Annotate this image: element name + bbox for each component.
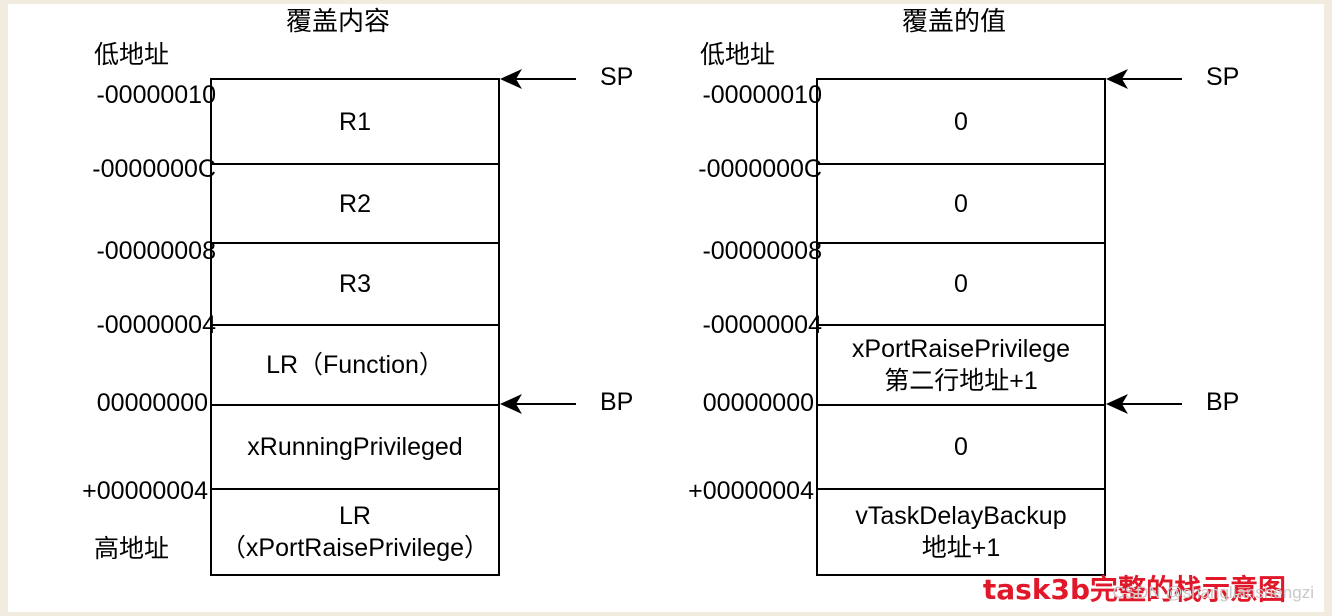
- stack-cell: R3: [212, 244, 498, 326]
- address-label: -00000004: [702, 311, 822, 339]
- stack-cell: LR（Function）: [212, 326, 498, 406]
- stack-cell: R2: [212, 165, 498, 244]
- cell-text: R2: [339, 189, 371, 218]
- bp-label: BP: [600, 388, 634, 416]
- cell-text: 0: [954, 433, 968, 461]
- stack-cell: R1: [212, 80, 498, 165]
- sp-label: SP: [600, 63, 634, 91]
- stack-cell: 0: [818, 80, 1104, 165]
- cell-text: 第二行地址+1: [884, 367, 1038, 395]
- cell-text: R3: [339, 270, 371, 298]
- cell-text: 0: [954, 107, 968, 136]
- bp-pointer-arrow: [500, 394, 576, 414]
- low-address-label: 低地址: [94, 41, 170, 69]
- stack-cell: vTaskDelayBackup 地址+1: [818, 490, 1104, 574]
- cell-text: R1: [339, 107, 371, 136]
- cell-text: LR（Function）: [266, 351, 444, 379]
- sp-label: SP: [1206, 63, 1240, 91]
- address-label: -00000008: [702, 237, 822, 265]
- high-address-label: 高地址: [94, 535, 170, 563]
- low-address-label: 低地址: [700, 41, 776, 69]
- sp-pointer-arrow: [500, 69, 576, 89]
- diagram-canvas: 覆盖内容 低地址 -00000010 -0000000C -00000008 -…: [8, 4, 1324, 612]
- address-label: +00000004: [688, 477, 814, 505]
- stack-cell: 0: [818, 244, 1104, 326]
- address-label: 00000000: [96, 389, 208, 417]
- cell-text: xRunningPrivileged: [247, 433, 463, 461]
- bp-pointer-arrow: [1106, 394, 1182, 414]
- address-label: -00000004: [96, 311, 216, 339]
- cell-text: xPortRaisePrivilege: [851, 335, 1071, 363]
- stack-cell: xRunningPrivileged: [212, 406, 498, 490]
- cell-text: 0: [954, 270, 968, 298]
- address-label: -00000010: [702, 81, 822, 109]
- sp-pointer-arrow: [1106, 69, 1182, 89]
- cell-text: LR: [339, 502, 371, 530]
- stack-cell: LR （xPortRaisePrivilege）: [212, 490, 498, 574]
- cell-text: vTaskDelayBackup: [855, 502, 1067, 530]
- cell-text: （xPortRaisePrivilege）: [220, 534, 490, 562]
- bp-label: BP: [1206, 388, 1240, 416]
- address-label: +00000004: [82, 477, 208, 505]
- address-label: -00000010: [96, 81, 216, 109]
- watermark: CSDN @shanglianshengzi: [1112, 583, 1314, 602]
- left-panel-title: 覆盖内容: [286, 6, 391, 36]
- stack-cell: xPortRaisePrivilege 第二行地址+1: [818, 326, 1104, 406]
- stack-cell: 0: [818, 165, 1104, 244]
- cell-text: 地址+1: [921, 534, 1001, 562]
- footer-caption: task3b完整的栈示意图: [982, 573, 1286, 606]
- address-label: -0000000C: [698, 155, 822, 183]
- address-label: -00000008: [96, 237, 216, 265]
- address-label: 00000000: [702, 389, 814, 417]
- right-panel-title: 覆盖的值: [902, 6, 1007, 36]
- stack-cell: 0: [818, 406, 1104, 490]
- address-label: -0000000C: [92, 155, 216, 183]
- stack-table: R1 R2 R3 LR（Function） xRunningPrivileged…: [210, 78, 500, 576]
- stack-table: 0 0 0 xPortRaisePrivilege 第二行地址+1 0 vTas…: [816, 78, 1106, 576]
- cell-text: 0: [954, 189, 968, 218]
